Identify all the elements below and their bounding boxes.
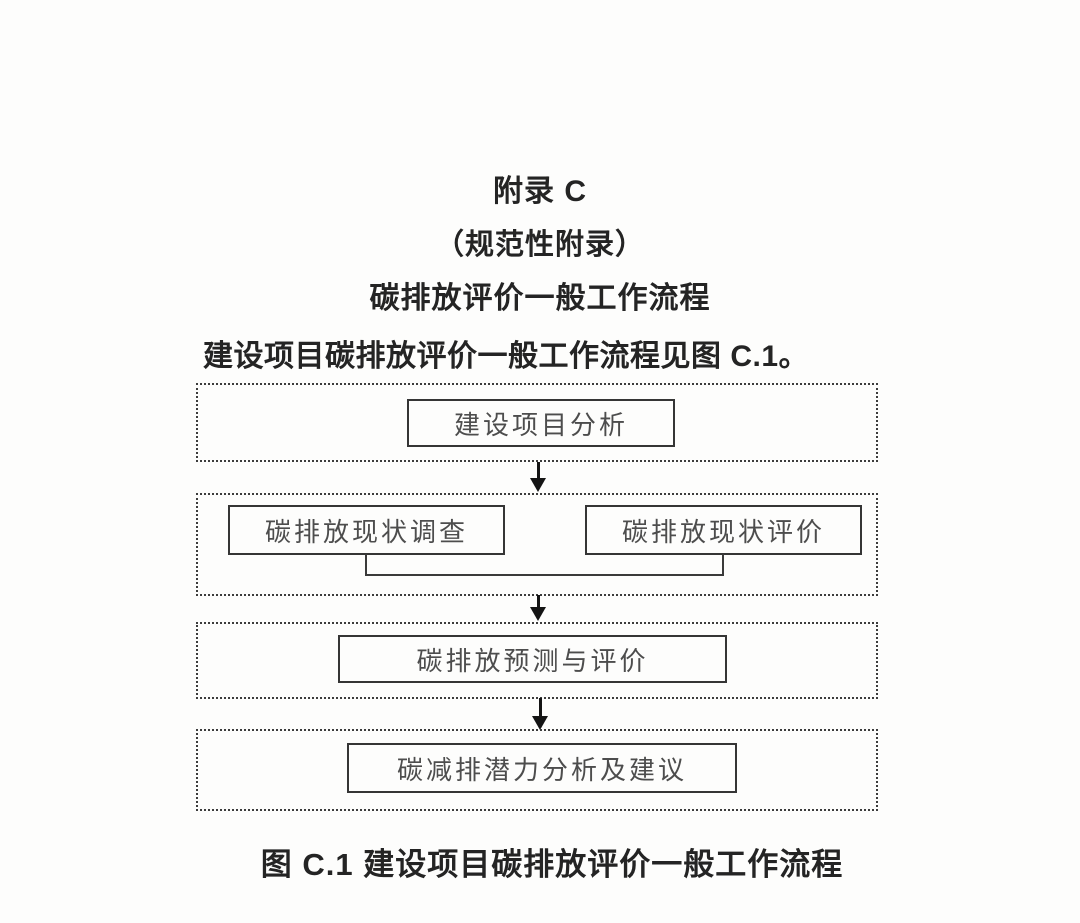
appendix-subtitle: （规范性附录） bbox=[434, 229, 645, 261]
intro-text: 建设项目碳排放评价一般工作流程见图 C.1。 bbox=[203, 340, 810, 373]
merge-connector-right-stub bbox=[722, 554, 724, 576]
merge-connector-line bbox=[365, 574, 724, 576]
arrow-shaft bbox=[536, 595, 540, 607]
stage-container-1 bbox=[196, 383, 878, 462]
flow-box-reduction-potential: 碳减排潜力分析及建议 bbox=[347, 743, 737, 793]
flow-box-project-analysis: 建设项目分析 bbox=[407, 399, 675, 447]
stage-container-3 bbox=[196, 622, 878, 699]
arrow-head bbox=[530, 478, 546, 492]
appendix-heading: 碳排放评价一般工作流程 bbox=[369, 282, 711, 315]
arrow-shaft bbox=[536, 462, 540, 478]
arrow-down-icon bbox=[530, 462, 546, 492]
figure-caption: 图 C.1 建设项目碳排放评价一般工作流程 bbox=[260, 847, 844, 882]
flow-box-prediction-evaluation: 碳排放预测与评价 bbox=[338, 635, 727, 683]
arrow-head bbox=[532, 716, 548, 730]
arrow-shaft bbox=[538, 698, 542, 716]
arrow-head bbox=[530, 607, 546, 621]
flow-box-status-evaluation: 碳排放现状评价 bbox=[585, 505, 862, 555]
arrow-down-icon bbox=[530, 595, 546, 621]
arrow-down-icon bbox=[532, 698, 548, 730]
appendix-title: 附录 C bbox=[493, 175, 587, 208]
stage-container-4 bbox=[196, 729, 878, 811]
flow-box-status-survey: 碳排放现状调查 bbox=[228, 505, 505, 555]
merge-connector-left-stub bbox=[365, 554, 367, 576]
